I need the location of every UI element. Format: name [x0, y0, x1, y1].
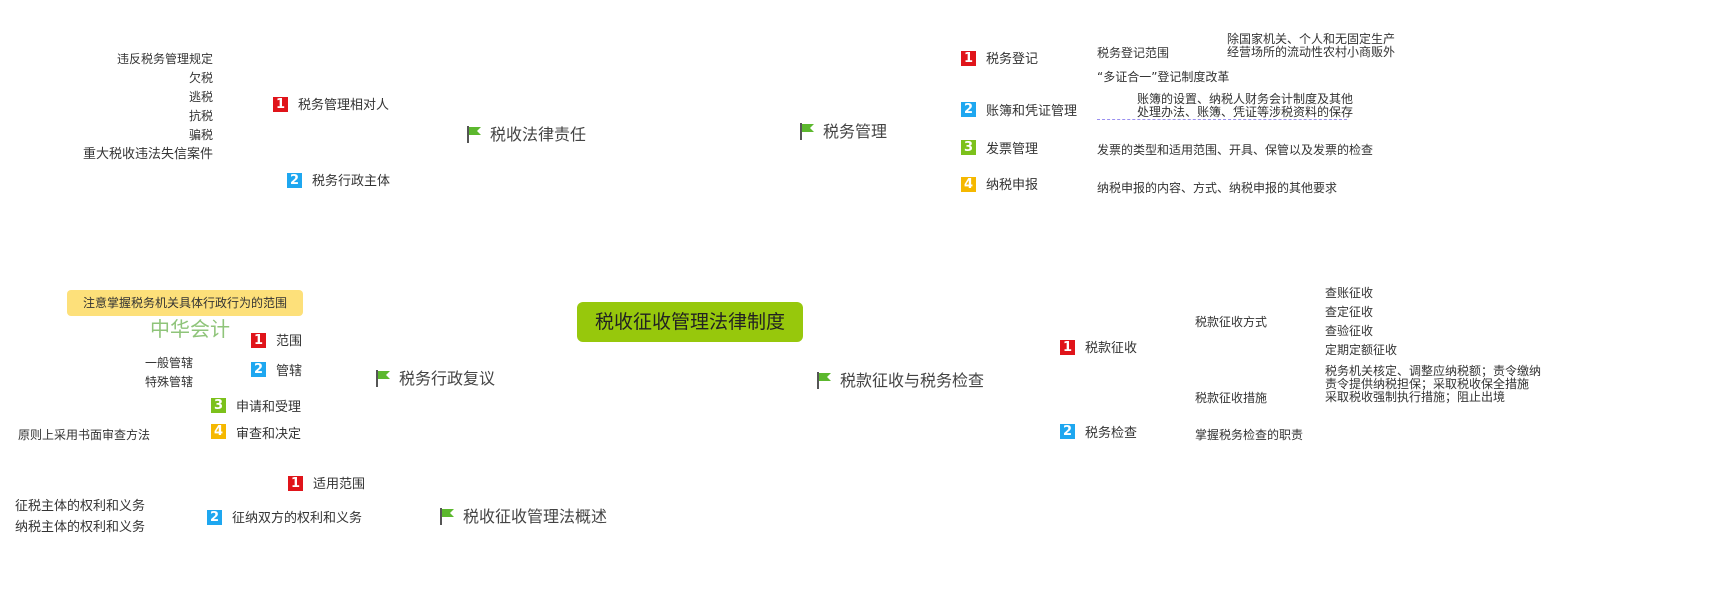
node-tax-inspection[interactable]: 税务检查	[1085, 426, 1138, 441]
node-collection-measures[interactable]: 税款征收措施	[1195, 391, 1268, 405]
topic-collection-inspection[interactable]: 税款征收与税务检查	[840, 371, 985, 390]
leaf-item[interactable]: 逃税	[188, 90, 213, 104]
topic-tax-management[interactable]: 税务管理	[823, 122, 888, 141]
leaf-text: 纳税申报的内容、方式、纳税申报的其他要求	[1097, 181, 1338, 195]
leaf-text: 征税主体的权利和义务	[15, 499, 146, 514]
node-application[interactable]: 申请和受理	[236, 400, 302, 415]
badge-3-icon: 3	[961, 140, 976, 155]
node-books-vouchers[interactable]: 账簿和凭证管理	[986, 104, 1078, 119]
leaf-text: 除国家机关、个人和无固定生产	[1227, 32, 1396, 46]
leaf-text: 处理办法、账簿、凭证等涉税资料的保存	[1137, 105, 1354, 119]
flag-icon	[438, 507, 456, 525]
leaf-text: 采取税收强制执行措施；阻止出境	[1325, 390, 1506, 404]
badge-2-icon: 2	[1060, 424, 1075, 439]
leaf-text: 账簿的设置、纳税人财务会计制度及其他	[1137, 92, 1354, 106]
node-invoice-management[interactable]: 发票管理	[986, 142, 1039, 157]
leaf-text: 一般管辖	[145, 356, 194, 370]
badge-1-icon: 1	[251, 333, 266, 348]
node-tax-authority[interactable]: 税务行政主体	[312, 174, 391, 189]
leaf-item[interactable]: 骗税	[188, 128, 213, 142]
node-taxpayer-parties[interactable]: 税务管理相对人	[298, 98, 390, 113]
leaf-text: 原则上采用书面审查方法	[18, 428, 151, 442]
watermark: 中华会计	[150, 317, 230, 341]
leaf-item[interactable]: 违反税务管理规定	[116, 52, 213, 66]
leaf-text: 查定征收	[1325, 305, 1374, 319]
node-applicable-scope[interactable]: 适用范围	[313, 477, 366, 492]
flag-icon	[815, 371, 833, 389]
badge-4-icon: 4	[211, 424, 226, 439]
topic-legal-liability[interactable]: 税收法律责任	[490, 125, 587, 144]
node-registration-scope[interactable]: 税务登记范围	[1097, 46, 1170, 60]
flag-icon	[798, 122, 816, 140]
badge-3-icon: 3	[211, 398, 226, 413]
leaf-text: 掌握税务检查的职责	[1195, 428, 1304, 442]
leaf-text: 定期定额征收	[1325, 343, 1398, 357]
flag-icon	[374, 369, 392, 387]
node-scope[interactable]: 范围	[276, 334, 303, 349]
node-review-decision[interactable]: 审查和决定	[236, 427, 302, 442]
badge-2-icon: 2	[287, 173, 302, 188]
leaf-item[interactable]: 抗税	[188, 109, 213, 123]
leaf-text: 税务机关核定、调整应纳税额；责令缴纳	[1325, 364, 1542, 378]
node-rights-obligations[interactable]: 征纳双方的权利和义务	[232, 511, 363, 526]
badge-1-icon: 1	[1060, 340, 1075, 355]
leaf-item[interactable]: 重大税收违法失信案件	[82, 147, 213, 162]
node-tax-registration[interactable]: 税务登记	[986, 52, 1039, 67]
root-topic[interactable]: 税收征收管理法律制度	[577, 302, 803, 342]
leaf-text: 发票的类型和适用范围、开具、保管以及发票的检查	[1097, 143, 1374, 157]
node-jurisdiction[interactable]: 管辖	[276, 364, 303, 379]
leaf-text: 查验征收	[1325, 324, 1374, 338]
badge-2-icon: 2	[207, 510, 222, 525]
leaf-text: 责令提供纳税担保；采取税收保全措施	[1325, 377, 1530, 391]
node-multi-cert[interactable]: “多证合一”登记制度改革	[1097, 70, 1230, 84]
badge-1-icon: 1	[273, 97, 288, 112]
badge-2-icon: 2	[961, 102, 976, 117]
topic-overview[interactable]: 税收征收管理法概述	[463, 507, 608, 526]
leaf-text: 纳税主体的权利和义务	[15, 520, 146, 535]
leaf-item[interactable]: 欠税	[188, 71, 213, 85]
topic-admin-review[interactable]: 税务行政复议	[399, 369, 496, 388]
node-tax-filing[interactable]: 纳税申报	[986, 178, 1039, 193]
leaf-text: 特殊管辖	[145, 375, 194, 389]
badge-4-icon: 4	[961, 177, 976, 192]
callout-note: 注意掌握税务机关具体行政行为的范围	[67, 290, 303, 316]
leaf-text: 经营场所的流动性农村小商贩外	[1227, 45, 1396, 59]
node-tax-collection[interactable]: 税款征收	[1085, 341, 1138, 356]
node-collection-methods[interactable]: 税款征收方式	[1195, 315, 1268, 329]
badge-1-icon: 1	[961, 51, 976, 66]
leaf-text: 查账征收	[1325, 286, 1374, 300]
badge-1-icon: 1	[288, 476, 303, 491]
badge-2-icon: 2	[251, 362, 266, 377]
flag-icon	[465, 125, 483, 143]
